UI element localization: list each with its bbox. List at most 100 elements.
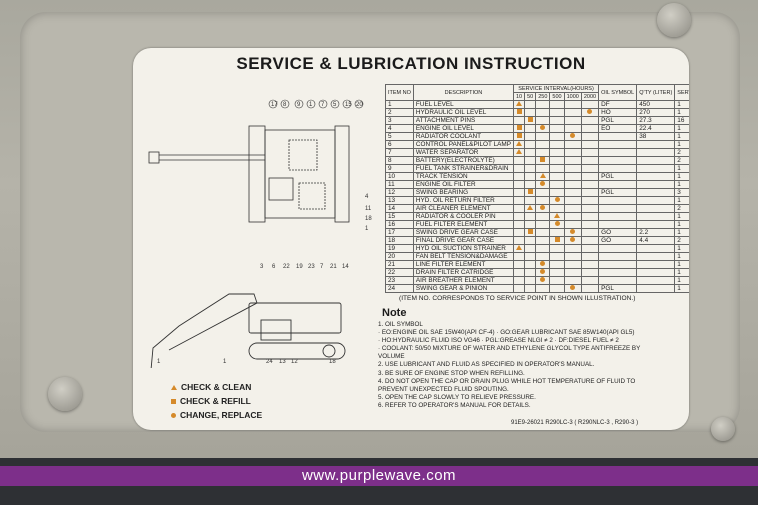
interval-cell — [563, 196, 582, 205]
circle-icon — [540, 261, 546, 266]
interval-cell — [563, 116, 582, 125]
service-points: 1 — [674, 228, 689, 237]
interval-cell — [549, 260, 565, 269]
interval-cell — [549, 228, 565, 237]
circle-icon — [554, 197, 560, 202]
interval-cell — [512, 124, 526, 133]
square-icon — [516, 133, 522, 138]
quantity — [636, 212, 676, 221]
interval-cell — [563, 252, 582, 261]
circle-icon — [570, 237, 576, 242]
svg-text:3: 3 — [260, 264, 264, 270]
triangle-icon — [171, 384, 177, 390]
interval-cell — [580, 164, 600, 173]
oil-symbol: PGL — [598, 116, 638, 125]
interval-header: 1000 — [563, 92, 582, 101]
bottom-callouts: 3 6 22 19 23 7 21 14 — [260, 264, 349, 270]
interval-cell — [549, 100, 565, 109]
interval-cell — [512, 220, 526, 229]
service-points: 1 — [674, 252, 689, 261]
interval-cell — [563, 164, 582, 173]
service-points: 1 — [674, 164, 689, 173]
svg-text:17: 17 — [271, 102, 278, 108]
interval-cell — [563, 156, 582, 165]
oil-symbol — [598, 276, 638, 285]
quantity: 27.3 — [636, 116, 676, 125]
part-code: 91E9-26021 R290LC-3 ( R290NLC-3 , R290-3… — [511, 420, 639, 426]
legend-check-clean: CHECK & CLEAN — [171, 380, 262, 394]
svg-text:18: 18 — [329, 359, 336, 365]
interval-cell — [563, 172, 582, 181]
note-line: · HO:HYDRAULIC FLUID ISO VG46 · PGL:GREA… — [378, 337, 619, 345]
service-points: 1 — [674, 212, 689, 221]
panel-bolt-bottom-right — [711, 417, 735, 441]
svg-text:6: 6 — [272, 264, 276, 270]
oil-symbol — [598, 244, 638, 253]
interval-cell — [535, 156, 551, 165]
interval-cell — [524, 220, 537, 229]
item-description: HYDRAULIC OIL LEVEL — [412, 108, 514, 117]
interval-cell — [549, 252, 565, 261]
interval-cell — [524, 188, 537, 197]
service-points: 1 — [674, 140, 689, 149]
item-description: RADIATOR & COOLER PIN — [412, 212, 514, 221]
service-points: 1 — [674, 172, 689, 181]
interval-cell — [563, 188, 582, 197]
item-no: 16 — [385, 220, 414, 229]
item-description: FUEL FILTER ELEMENT — [412, 220, 514, 229]
interval-cell — [524, 148, 537, 157]
legend-check-refill: CHECK & REFILL — [171, 394, 262, 408]
interval-cell — [512, 244, 526, 253]
interval-cell — [535, 108, 551, 117]
interval-cell — [549, 204, 565, 213]
interval-cell — [563, 212, 582, 221]
interval-cell — [535, 172, 551, 181]
square-icon — [554, 237, 560, 242]
service-points: 1 — [674, 108, 689, 117]
legend-change-replace: CHANGE, REPLACE — [171, 408, 262, 422]
oil-symbol — [598, 140, 638, 149]
service-diagram: 17 8 9 1 7 5 15 20 4 11 18 1 3 6 22 19 2… — [148, 99, 372, 368]
col-qty: Q'TY (LITER) — [636, 84, 676, 101]
item-description: SWING GEAR & PINION — [412, 284, 514, 293]
quantity — [636, 172, 676, 181]
item-description: AIR BREATHER ELEMENT — [412, 276, 514, 285]
interval-cell — [512, 236, 526, 245]
interval-cell — [580, 124, 600, 133]
interval-cell — [549, 164, 565, 173]
quantity — [636, 148, 676, 157]
quantity: 2.2 — [636, 228, 676, 237]
quantity — [636, 196, 676, 205]
svg-text:22: 22 — [283, 264, 290, 270]
item-description: CONTROL PANEL&PILOT LAMP — [412, 140, 514, 149]
circle-icon — [570, 133, 576, 138]
interval-cell — [580, 260, 600, 269]
interval-cell — [535, 252, 551, 261]
item-no: 3 — [385, 116, 414, 125]
triangle-icon — [527, 205, 534, 210]
interval-cell — [580, 140, 600, 149]
interval-cell — [549, 268, 565, 277]
item-description: BATTERY(ELECTROLYTE) — [412, 156, 514, 165]
service-points: 1 — [674, 100, 689, 109]
service-points: 2 — [674, 204, 689, 213]
note-line: 4. DO NOT OPEN THE CAP OR DRAIN PLUG WHI… — [378, 377, 636, 385]
interval-cell — [580, 116, 600, 125]
interval-cell — [549, 140, 565, 149]
interval-cell — [549, 284, 565, 293]
item-no: 22 — [385, 268, 414, 277]
service-points: 2 — [674, 156, 689, 165]
service-points: 1 — [674, 260, 689, 269]
interval-cell — [535, 236, 551, 245]
circle-icon — [570, 229, 576, 234]
interval-cell — [512, 156, 526, 165]
interval-cell — [580, 108, 600, 117]
quantity — [636, 164, 676, 173]
circle-icon — [570, 285, 576, 290]
interval-cell — [549, 172, 565, 181]
svg-text:4: 4 — [365, 194, 369, 200]
quantity — [636, 276, 676, 285]
interval-cell — [563, 276, 582, 285]
